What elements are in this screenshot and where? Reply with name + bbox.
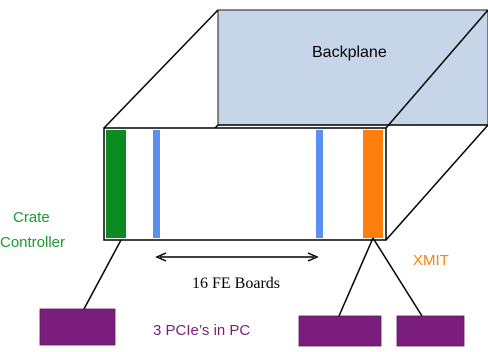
- fe-board-last: [316, 130, 323, 238]
- xmit-label: XMIT: [413, 252, 449, 269]
- fe-boards-arrow: [155, 252, 319, 262]
- crate-label-line1: Crate: [13, 209, 50, 226]
- fe-boards-label: 16 FE Boards: [192, 275, 280, 292]
- fe-board-first: [153, 130, 160, 238]
- pcie-card-3: [396, 315, 465, 347]
- pcie-card-1: [39, 308, 116, 346]
- pcie-label: 3 PCIe’s in PC: [153, 322, 250, 339]
- backplane-label: Backplane: [312, 44, 387, 61]
- cables: [83, 237, 423, 317]
- backplane-panel: [217, 9, 488, 126]
- pcie-card-2: [298, 315, 382, 347]
- crate-label-line2: Controller: [0, 234, 65, 251]
- crate-front-face: [103, 127, 387, 241]
- crate-controller-board: [106, 130, 126, 238]
- xmit-board: [363, 130, 383, 238]
